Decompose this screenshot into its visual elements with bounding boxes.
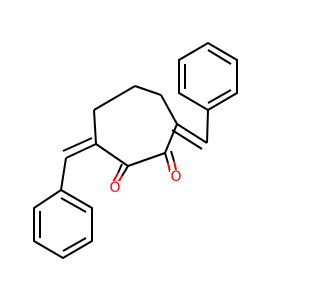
left-exocyclic-double-2 (62, 137, 93, 152)
carbonyl-left-bond-c (117, 163, 123, 174)
benzylidene-linkers (60, 109, 209, 191)
ring-bond-4 (164, 123, 178, 154)
ring-bond-3 (160, 94, 178, 125)
oxygen-atom-left: O (109, 180, 120, 196)
ring-bond-5 (127, 152, 166, 167)
carbonyl-left-bond-a (121, 165, 129, 177)
carbonyl-groups (112, 150, 177, 187)
cycloheptane-ring (93, 85, 178, 167)
molecule-drawing: O O (33, 41, 238, 260)
oxygen-labels: O O (108, 169, 182, 196)
phenyl-ring-upper-right (178, 41, 238, 112)
carbonyl-right-bond-c (170, 150, 175, 162)
ring-bond-2 (134, 85, 162, 96)
phenyl-ring-upper-right-outline (178, 41, 238, 112)
phenyl-ring-upper-right-inner-3 (207, 89, 232, 104)
oxygen-atom-right: O (170, 169, 181, 185)
left-vinyl-to-phenyl (60, 157, 67, 191)
right-vinyl-to-phenyl (206, 109, 209, 144)
right-exocyclic-double-1 (176, 123, 208, 144)
oxygen-label-left-background (108, 181, 120, 195)
phenyl-ring-lower-left-outline (33, 188, 93, 260)
left-exocyclic-double-1 (65, 143, 97, 159)
carbonyl-right-bond-b (167, 162, 171, 173)
carbonyl-left-bond-d (112, 172, 119, 183)
phenyl-ring-lower-left (33, 188, 93, 260)
ring-bond-6 (95, 143, 129, 167)
structure-canvas: O O (33, 41, 238, 260)
phenyl-ring-lower-left-inner-2 (62, 237, 87, 252)
ring-bond-7 (93, 109, 97, 145)
oxygen-label-right-background (170, 170, 182, 184)
carbonyl-right-bond-d (173, 160, 177, 171)
phenyl-ring-lower-left-inner-1 (60, 197, 87, 213)
carbonyl-right-bond-a (164, 152, 169, 164)
right-exocyclic-double-2 (171, 129, 203, 150)
ring-bond-1 (93, 85, 136, 111)
phenyl-ring-upper-right-inner-2 (207, 49, 232, 65)
